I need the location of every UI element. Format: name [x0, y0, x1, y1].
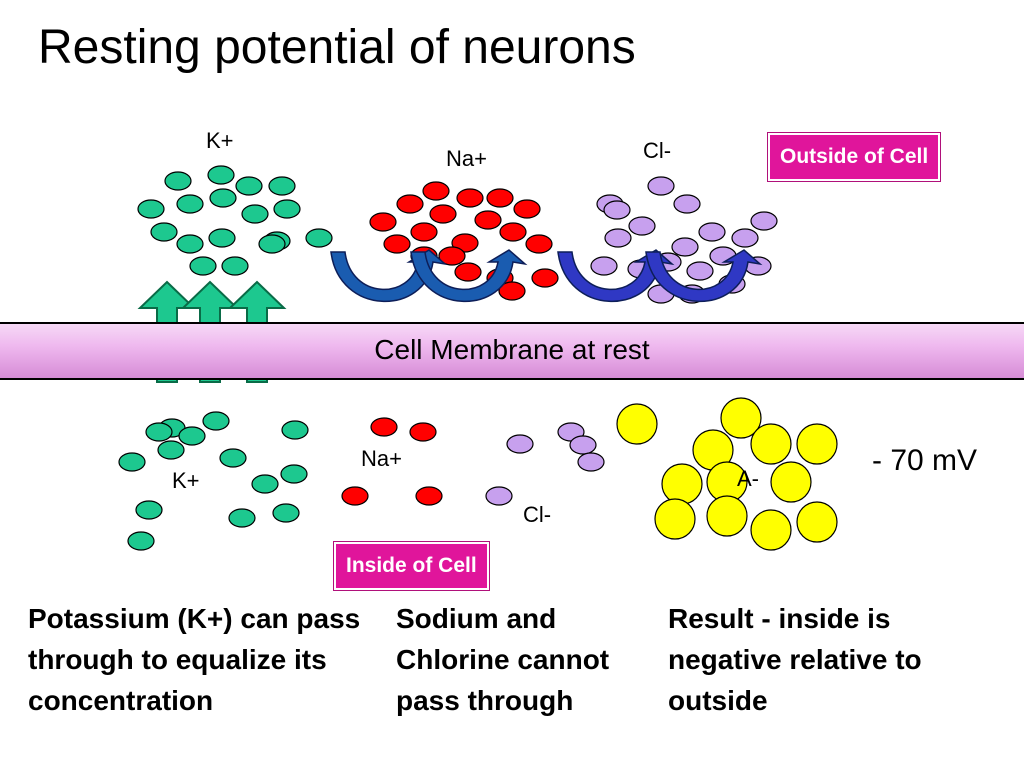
- sodium-ion: [370, 417, 398, 437]
- potassium-ion: [150, 222, 178, 242]
- sodium-ion: [438, 246, 466, 266]
- outside-ions: [137, 165, 778, 304]
- potassium-ion: [272, 503, 300, 523]
- sodium-ion: [369, 212, 397, 232]
- k-inside-label: K+: [172, 468, 200, 493]
- potassium-ion: [202, 411, 230, 431]
- potassium-ion: [258, 234, 286, 254]
- sodium-ion: [429, 204, 457, 224]
- potassium-ion: [305, 228, 333, 248]
- anion: [720, 397, 762, 439]
- potassium-ion: [176, 194, 204, 214]
- sodium-chlorine-note: Sodium and Chlorine cannot pass through: [396, 603, 610, 716]
- sodium-ion: [525, 234, 553, 254]
- anion: [796, 501, 838, 543]
- chloride-ion: [590, 256, 618, 276]
- anion: [706, 495, 748, 537]
- sodium-ion: [456, 188, 484, 208]
- sodium-ion: [383, 234, 411, 254]
- sodium-ion: [415, 486, 443, 506]
- chloride-ion: [604, 228, 632, 248]
- anion: [750, 509, 792, 551]
- sodium-ion: [486, 188, 514, 208]
- sodium-ion: [499, 222, 527, 242]
- potassium-note: Potassium (K+) can pass through to equal…: [28, 603, 361, 716]
- potassium-ion: [208, 228, 236, 248]
- potassium-ion: [176, 234, 204, 254]
- potassium-ion: [221, 256, 249, 276]
- potassium-ion: [235, 176, 263, 196]
- anion: [654, 498, 696, 540]
- chloride-ion: [673, 194, 701, 214]
- chloride-ion: [506, 434, 534, 454]
- u-turn-arrow-icon: [330, 249, 448, 303]
- chloride-ion: [628, 216, 656, 236]
- potassium-ion: [137, 199, 165, 219]
- page-title: Resting potential of neurons: [38, 21, 636, 74]
- chloride-ion: [569, 435, 597, 455]
- potassium-ion: [135, 500, 163, 520]
- sodium-ion: [409, 422, 437, 442]
- chloride-ion: [577, 452, 605, 472]
- anion: [750, 423, 792, 465]
- outside-of-cell-badge: Outside of Cell: [768, 133, 941, 181]
- potassium-ion: [189, 256, 217, 276]
- inside-of-cell-badge: Inside of Cell: [334, 542, 489, 590]
- sodium-ion: [531, 268, 559, 288]
- potassium-ion: [273, 199, 301, 219]
- anion: [796, 423, 838, 465]
- chloride-ion: [731, 228, 759, 248]
- potassium-ion: [241, 204, 269, 224]
- potassium-ion: [178, 426, 206, 446]
- potassium-ion: [118, 452, 146, 472]
- potassium-ion: [209, 188, 237, 208]
- cl-outside-label: Cl-: [643, 138, 672, 163]
- sodium-ion: [451, 233, 479, 253]
- potassium-ion: [268, 176, 296, 196]
- chloride-ion: [698, 222, 726, 242]
- potassium-ion: [281, 420, 309, 440]
- chloride-ion: [647, 176, 675, 196]
- chloride-ion: [750, 211, 778, 231]
- membrane-label: Cell Membrane at rest: [374, 334, 650, 365]
- anion: [770, 461, 812, 503]
- k-outside-label: K+: [206, 128, 234, 153]
- chloride-ion: [485, 486, 513, 506]
- u-turn-arrow-icon: [645, 249, 763, 303]
- potassium-ion: [157, 440, 185, 460]
- potassium-ion: [228, 508, 256, 528]
- sodium-ion: [498, 281, 526, 301]
- anion: [616, 403, 658, 445]
- anion: [661, 463, 703, 505]
- sodium-ion: [410, 222, 438, 242]
- resting-voltage: - 70 mV: [872, 444, 978, 477]
- inside-ions: [118, 397, 838, 551]
- chloride-ion: [686, 261, 714, 281]
- sodium-ion: [341, 486, 369, 506]
- potassium-ion: [251, 474, 279, 494]
- anion-label: A-: [737, 466, 759, 491]
- potassium-ion: [219, 448, 247, 468]
- sodium-ion: [513, 199, 541, 219]
- sodium-ion: [396, 194, 424, 214]
- result-note: Result - inside is negative relative to …: [668, 603, 922, 716]
- na-outside-label: Na+: [446, 146, 487, 171]
- u-turn-arrow-icon: [557, 249, 675, 303]
- cell-membrane: [0, 322, 1024, 380]
- potassium-ion: [207, 165, 235, 185]
- sodium-ion: [454, 262, 482, 282]
- potassium-ion: [127, 531, 155, 551]
- cl-inside-label: Cl-: [523, 502, 552, 527]
- u-turn-arrow-icon: [410, 249, 528, 303]
- na-inside-label: Na+: [361, 446, 402, 471]
- chloride-ion: [671, 237, 699, 257]
- potassium-ion: [280, 464, 308, 484]
- sodium-ion: [422, 181, 450, 201]
- chloride-ion: [603, 200, 631, 220]
- sodium-ion: [474, 210, 502, 230]
- potassium-ion: [145, 422, 173, 442]
- potassium-ion: [164, 171, 192, 191]
